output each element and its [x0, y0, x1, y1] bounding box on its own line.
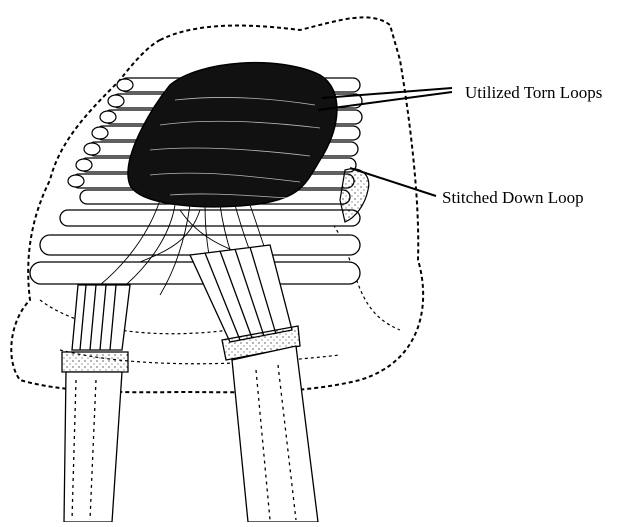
- torn-loops-label: Utilized Torn Loops: [465, 83, 602, 103]
- stitched-loop-label: Stitched Down Loop: [442, 188, 584, 208]
